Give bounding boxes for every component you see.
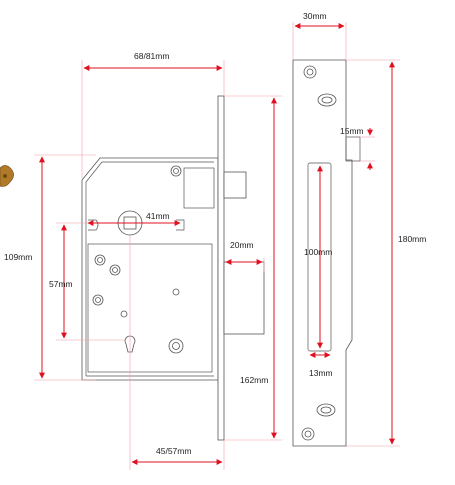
bolt-throw-label: 20mm bbox=[230, 240, 254, 250]
case-screw-holes bbox=[92, 165, 184, 354]
backset-label: 45/57mm bbox=[156, 446, 191, 456]
body-height-label: 109mm bbox=[4, 252, 32, 262]
forend-faceplate bbox=[217, 95, 265, 441]
faceplate-height-label: 162mm bbox=[240, 375, 268, 385]
dimension-labels: 68/81mm 109mm 57mm 41mm 45/57mm 162mm 20… bbox=[4, 11, 426, 456]
body-width-label: 68/81mm bbox=[134, 51, 169, 61]
slot-height-label: 100mm bbox=[304, 247, 332, 257]
lock-case bbox=[81, 157, 219, 381]
spindle-offset-label: 41mm bbox=[146, 211, 170, 221]
slot-width-label: 13mm bbox=[309, 368, 333, 378]
latch-recess-label: 15mm bbox=[340, 126, 364, 136]
dimension-arrows bbox=[39, 23, 395, 465]
keep-height-label: 180mm bbox=[398, 234, 426, 244]
keep-width-label: 30mm bbox=[303, 11, 327, 21]
strike-plate-screw-holes bbox=[301, 65, 337, 441]
key-graphic bbox=[0, 165, 14, 187]
centres-label: 57mm bbox=[49, 279, 73, 289]
